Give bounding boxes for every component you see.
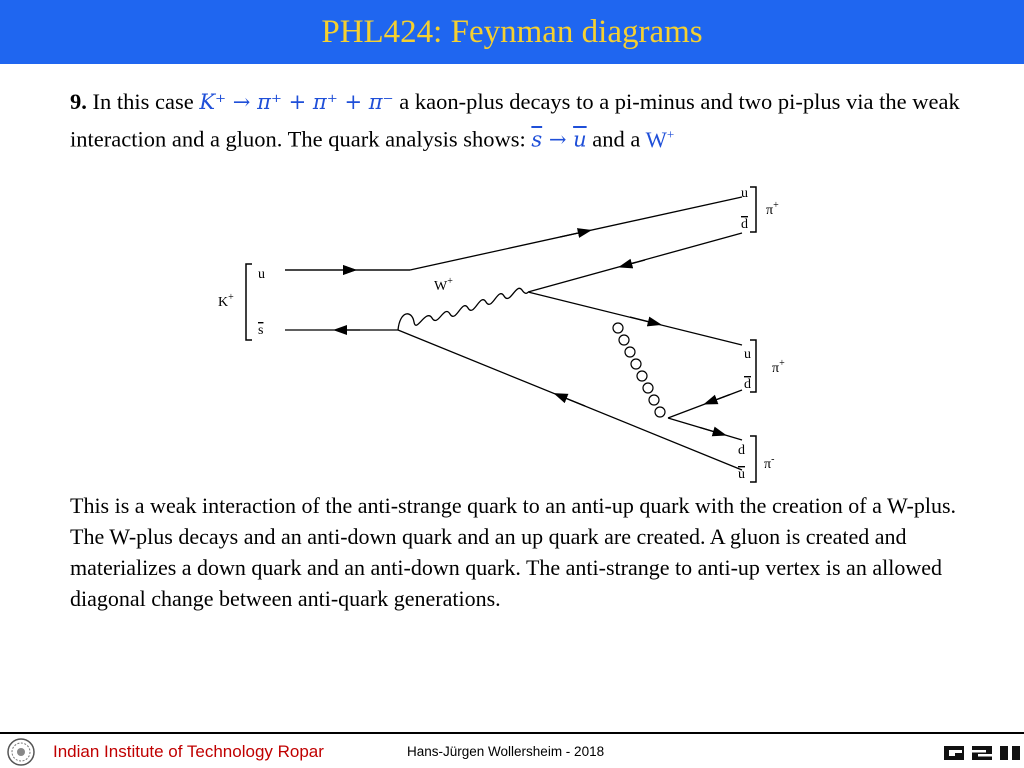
reaction-equation: K⁺ → π⁺ + π⁺ + π⁻ [199, 90, 394, 114]
quark-line-d-mid [667, 389, 743, 419]
w-label: W [434, 279, 448, 294]
page-title: PHL424: Feynman diagrams [321, 13, 703, 50]
label-d-top: d [741, 217, 748, 232]
svg-text:π-: π- [764, 454, 774, 472]
label-u-in: u [258, 267, 265, 282]
label-u-top: u [741, 186, 748, 201]
footer: Indian Institute of Technology Ropar Han… [0, 734, 1024, 768]
question-text-before: In this case [86, 89, 200, 114]
label-d-mid: d [744, 377, 751, 392]
title-bar: PHL424: Feynman diagrams [0, 0, 1024, 64]
institute-name: Indian Institute of Technology Ropar [53, 742, 324, 761]
pi-plus-1-label: π [766, 203, 773, 218]
svg-text:W+: W+ [434, 276, 453, 294]
question-number: 9. [70, 89, 87, 114]
pi-plus-2-label: π [772, 361, 779, 376]
k-plus-label: K [218, 295, 228, 310]
explanation-paragraph: This is a weak interaction of the anti-s… [70, 493, 957, 611]
question-text-and: and a [586, 126, 646, 152]
quark-to: u [573, 127, 587, 152]
author-credit: Hans-Jürgen Wollersheim - 2018 [407, 744, 605, 759]
w-boson-line [397, 287, 529, 331]
transition-arrow: → [542, 127, 574, 152]
quark-from: s [531, 127, 543, 152]
label-s-in: s [258, 323, 263, 338]
institute-seal-icon [7, 738, 35, 766]
svg-text:K+: K+ [218, 292, 234, 310]
w-boson-label: W+ [645, 126, 675, 152]
footer-divider [0, 732, 1024, 734]
pi-minus-label: π [764, 457, 771, 472]
svg-text:π+: π+ [766, 200, 779, 218]
gluon-line [612, 322, 666, 418]
gsi-logo-icon [944, 746, 1020, 760]
question-text-middle: a kaon-plus decays to a pi-minus and two… [70, 89, 960, 152]
question-paragraph: 9. In this case K⁺ → π⁺ + π⁺ + π⁻ a kaon… [70, 86, 970, 156]
svg-text:π+: π+ [772, 358, 785, 376]
label-d-bot: d [738, 443, 745, 458]
label-u-bot: u [738, 467, 745, 482]
label-u-mid: u [744, 347, 751, 362]
feynman-diagram: K+ u s W+ u d π+ u d π+ d u π- [218, 186, 785, 483]
